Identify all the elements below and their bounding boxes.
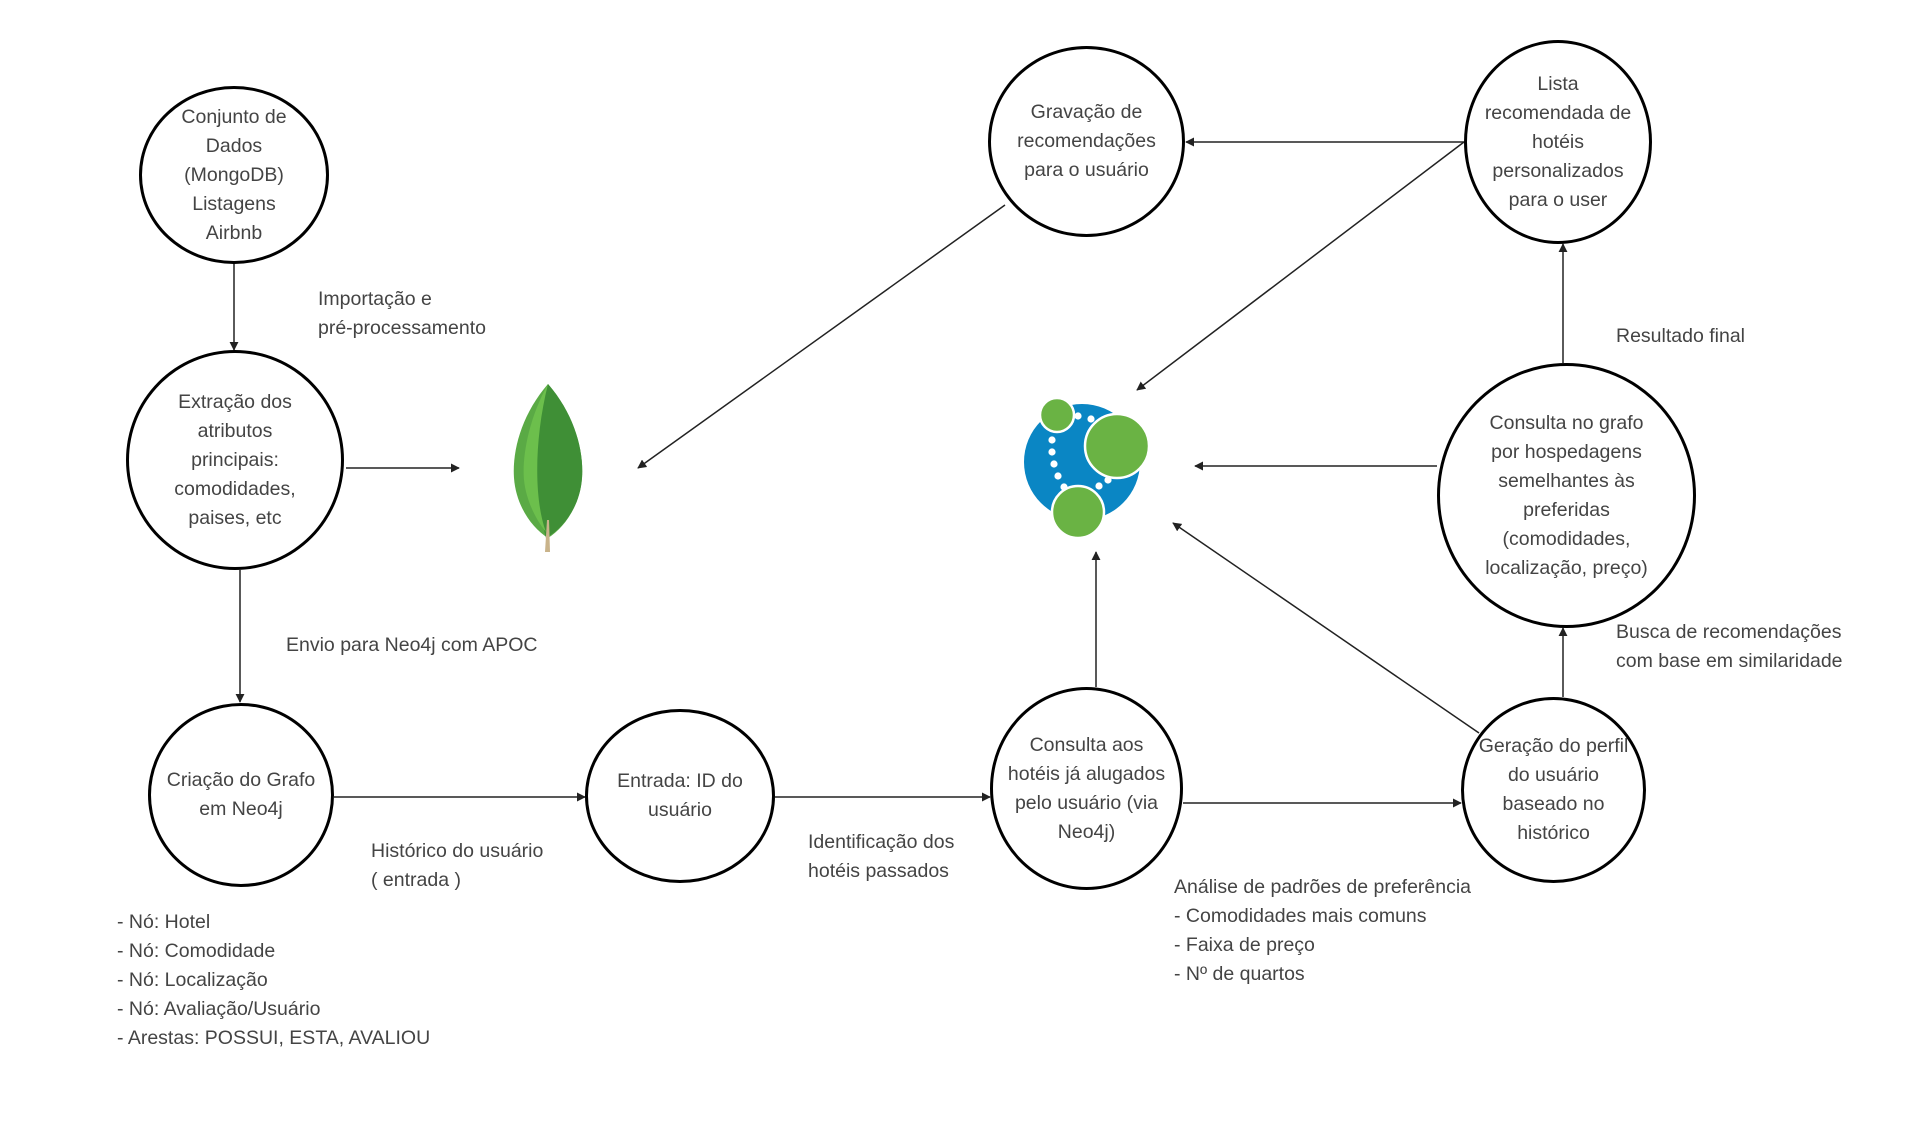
node-graph-creation: Criação do Grafo em Neo4j bbox=[148, 703, 334, 887]
arrow-profile-to-neo4j bbox=[1172, 522, 1480, 734]
node-similar-query-label: Consulta no grafo por hospedagens semelh… bbox=[1485, 411, 1648, 579]
graph-item: - Nó: Localização bbox=[117, 969, 268, 991]
analysis-item: Análise de padrões de preferência bbox=[1174, 876, 1472, 898]
node-save: Gravação de recomendações para o usuário bbox=[988, 46, 1185, 237]
node-dataset-label: Conjunto de Dados (MongoDB) Listagens Ai… bbox=[181, 105, 287, 244]
node-similar-query: Consulta no grafo por hospedagens semelh… bbox=[1437, 363, 1696, 628]
graph-item: - Nó: Hotel bbox=[117, 911, 211, 933]
node-profile-label: Geração do perfil do usuário baseado no … bbox=[1478, 735, 1629, 844]
node-graph-creation-label: Criação do Grafo em Neo4j bbox=[166, 769, 316, 820]
analysis-item: - Comodidades mais comuns bbox=[1174, 905, 1427, 927]
analysis-item: - Nº de quartos bbox=[1174, 963, 1305, 985]
neo4j-icon bbox=[1024, 396, 1151, 540]
node-user-input: Entrada: ID do usuário bbox=[585, 709, 775, 883]
graph-items-list: - Nó: Hotel - Nó: Comodidade - Nó: Local… bbox=[117, 908, 430, 1053]
node-dataset: Conjunto de Dados (MongoDB) Listagens Ai… bbox=[139, 86, 329, 264]
node-hotel-list: Lista recomendada de hotéis personalizad… bbox=[1464, 40, 1652, 244]
arrow-save-to-mongodb bbox=[637, 204, 1006, 469]
analysis-items-list: Análise de padrões de preferência - Como… bbox=[1174, 873, 1471, 989]
label-send-neo4j: Envio para Neo4j com APOC bbox=[286, 634, 538, 656]
node-save-label: Gravação de recomendações para o usuário bbox=[1017, 101, 1156, 181]
label-final: Resultado final bbox=[1616, 325, 1745, 347]
graph-item: - Nó: Avaliação/Usuário bbox=[117, 998, 321, 1020]
label-import: Importação e pré-processamento bbox=[318, 288, 486, 339]
node-extraction: Extração dos atributos principais: comod… bbox=[126, 350, 344, 570]
node-user-input-label: Entrada: ID do usuário bbox=[617, 770, 743, 821]
label-identify: Identificação dos hotéis passados bbox=[808, 831, 955, 882]
analysis-item: - Faixa de preço bbox=[1174, 934, 1315, 956]
mongodb-leaf-icon bbox=[513, 384, 583, 552]
label-search: Busca de recomendações com base em simil… bbox=[1616, 621, 1843, 672]
graph-item: - Nó: Comodidade bbox=[117, 940, 276, 962]
node-rented-query: Consulta aos hotéis já alugados pelo usu… bbox=[990, 687, 1183, 890]
node-rented-query-label: Consulta aos hotéis já alugados pelo usu… bbox=[1007, 733, 1166, 843]
node-extraction-label: Extração dos atributos principais: comod… bbox=[174, 390, 296, 529]
node-hotel-list-label: Lista recomendada de hotéis personalizad… bbox=[1484, 72, 1632, 211]
arrow-list-to-neo4j bbox=[1136, 141, 1465, 391]
graph-item: - Arestas: POSSUI, ESTA, AVALIOU bbox=[117, 1027, 431, 1049]
node-profile: Geração do perfil do usuário baseado no … bbox=[1461, 697, 1646, 883]
label-history: Histórico do usuário ( entrada ) bbox=[371, 840, 544, 891]
